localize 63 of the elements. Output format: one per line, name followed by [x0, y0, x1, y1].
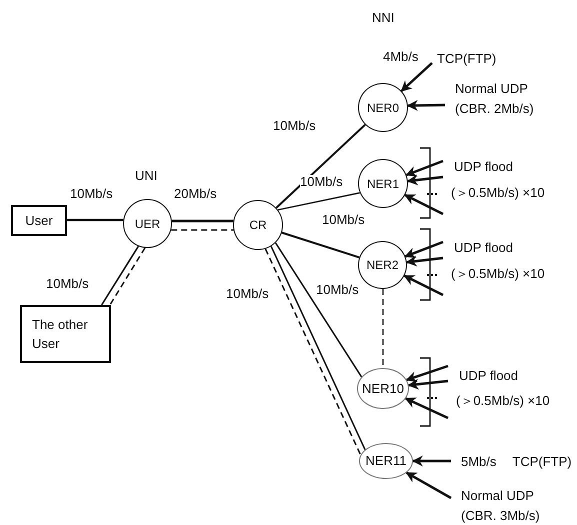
arrow [403, 274, 444, 296]
node-label: NER10 [362, 380, 404, 398]
router-node [358, 159, 408, 208]
node-label: NER1 [366, 176, 399, 192]
edge-label: 10Mb/s [322, 213, 365, 228]
link-line [400, 62, 433, 92]
edge-label: 10Mb/s [316, 283, 359, 298]
link-line [282, 232, 360, 258]
text-label: UDP flood [454, 159, 514, 175]
dashed-link [382, 289, 384, 368]
arrow [404, 194, 444, 216]
endpoint-box [11, 205, 67, 236]
arrow [405, 160, 444, 177]
arrow [408, 378, 448, 390]
arrow [406, 256, 444, 267]
traffic-label: 5Mb/s [461, 453, 496, 471]
arrow [404, 397, 449, 420]
traffic-label: TCP(FTP) [437, 50, 496, 68]
arrow [406, 364, 448, 382]
edge-label: 10Mb/s [226, 287, 269, 302]
node-label: NER0 [366, 100, 399, 116]
link-line [278, 192, 360, 210]
router-node [233, 200, 283, 250]
edge-label: 10Mb/s [46, 277, 89, 292]
traffic-label: Normal UDP (CBR. 2Mb/s) [455, 80, 535, 118]
link-line [406, 100, 446, 111]
node-label: User [25, 212, 53, 230]
edge-label: 10Mb/s [70, 187, 113, 202]
dashed-link [109, 247, 146, 306]
link-line [67, 218, 124, 222]
router-node [357, 368, 409, 409]
text-label: UNI [135, 168, 158, 184]
node-label: UER [134, 216, 160, 232]
traffic-label: TCP(FTP) [512, 453, 572, 471]
node-label: CR [249, 217, 267, 234]
router-node [358, 83, 408, 132]
link-line [406, 472, 452, 500]
router-node [358, 241, 407, 289]
text-label: 4Mb/s [383, 49, 418, 65]
arrow [404, 240, 444, 258]
node-label: The other User [32, 316, 89, 353]
text-label: UDP flood [454, 240, 514, 256]
node-label: NER2 [366, 257, 398, 274]
arrow [406, 174, 444, 186]
edge-label: 10Mb/s [300, 175, 343, 190]
text-label: UDP flood [459, 368, 518, 384]
link-line [172, 220, 234, 222]
text-label: (＞0.5Mb/s) ×10 [451, 185, 545, 201]
router-node [123, 199, 172, 248]
text-label: NNI [372, 10, 394, 26]
traffic-label: Normal UDP (CBR. 3Mb/s) [461, 487, 541, 525]
dashed-link [171, 229, 234, 231]
edge-label: 10Mb/s [273, 119, 316, 134]
link-line [412, 456, 451, 466]
link-line [100, 246, 140, 306]
edge-label: 20Mb/s [174, 187, 217, 202]
link-line [274, 242, 362, 378]
link-line [276, 124, 366, 209]
router-node [359, 443, 413, 479]
text-label: (＞0.5Mb/s) ×10 [451, 266, 545, 282]
endpoint-box [20, 305, 111, 363]
node-label: NER11 [366, 452, 406, 470]
text-label: (＞0.5Mb/s) ×10 [456, 393, 550, 409]
